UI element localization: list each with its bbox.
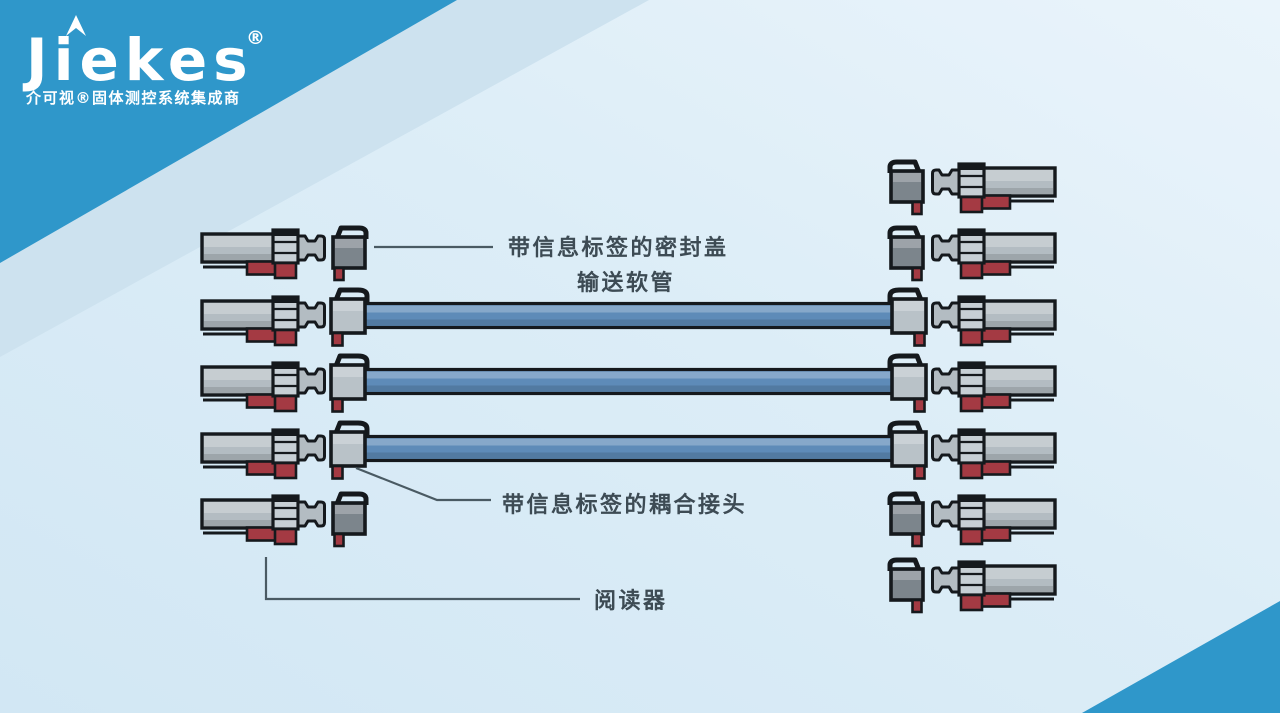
brand-tagline: 介可视®固体测控系统集成商 (25, 89, 241, 107)
brand-corner-bottom-right (1082, 601, 1280, 713)
delivery-hose-3 (361, 434, 897, 463)
label-reader: 阅读器 (594, 588, 668, 613)
registered-mark-icon: ® (246, 27, 265, 49)
pointer-line-reader (264, 557, 580, 601)
label-coupling: 带信息标签的耦合接头 (502, 492, 747, 517)
brand-logo-block: Jiekes ® 介可视®固体测控系统集成商 (22, 15, 265, 107)
brand-logo: Jiekes (22, 26, 254, 94)
label-hose: 输送软管 (577, 270, 675, 295)
logo-arrow-icon (66, 15, 86, 36)
delivery-hose-1 (361, 301, 897, 330)
label-seal-cap: 带信息标签的密封盖 (508, 235, 729, 260)
brand-corner-top-left (0, 0, 457, 263)
delivery-hose-2 (361, 367, 897, 396)
pointer-line-coupling (355, 466, 491, 502)
